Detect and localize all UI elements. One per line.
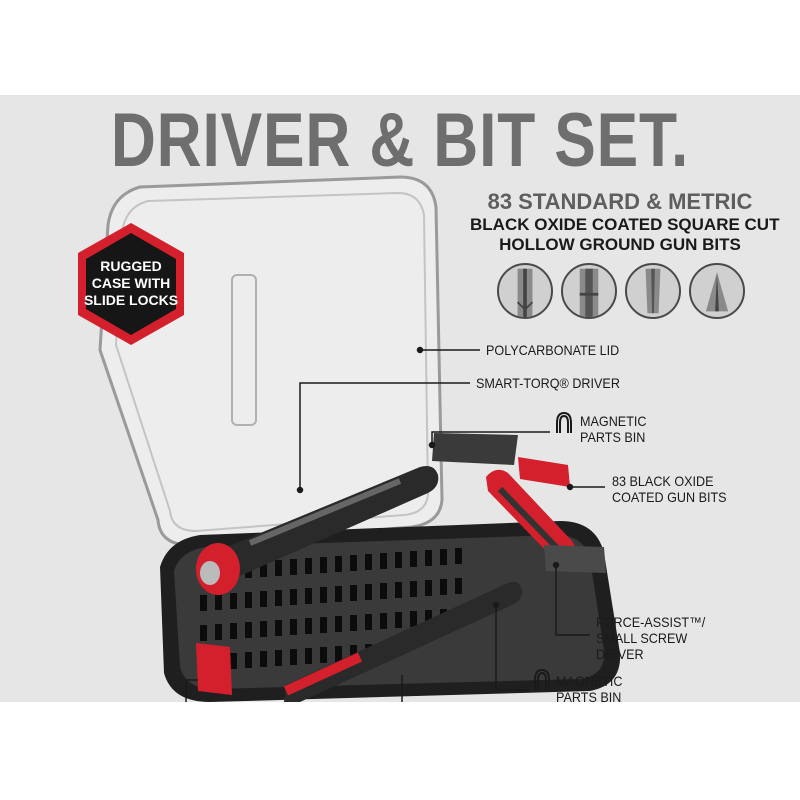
slotted-bit-icon [625,263,681,319]
bits-heading-line2: BLACK OXIDE COATED SQUARE CUT [470,215,780,234]
phillips-bit-icon [497,263,553,319]
callout-black-oxide-bits: 83 BLACK OXIDE COATED GUN BITS [612,473,727,505]
product-panel: DRIVER & BIT SET. 83 STANDARD & METRIC B… [0,95,800,702]
hex-bit-icon [561,263,617,319]
magnet-icon-bottom [534,668,550,690]
driver-bit-set-case-image [98,175,621,702]
callout-polycarbonate-lid: POLYCARBONATE LID [486,342,620,358]
bits-heading-line1: 83 STANDARD & METRIC [487,189,753,214]
torx-bit-icon [689,263,745,319]
callout-magnetic-parts-bin-bottom: MAGNETIC PARTS BIN [556,673,623,702]
small-driver-shape [486,469,576,563]
page-title: DRIVER & BIT SET. [110,98,690,183]
badge-label: RUGGED CASE WITH SLIDE LOCKS [83,258,179,308]
slide-lock-bottom [196,643,232,695]
callout-force-assist-driver: FORCE-ASSIST™/ SMALL SCREW DRIVER [596,614,706,662]
callout-magnetic-parts-bin-top: MAGNETIC PARTS BIN [580,413,647,445]
rugged-case-badge [78,223,184,345]
force-assist-driver-shape [283,582,522,702]
polycarbonate-lid-shape [98,175,444,547]
slide-lock-top [518,457,570,487]
magnet-icon-top [556,411,572,433]
smart-torq-driver-shape [196,466,439,595]
callout-leader-lines [185,346,605,702]
bits-heading-line3: HOLLOW GROUND GUN BITS [499,235,741,254]
magnetic-bin-top-shape [432,433,518,465]
callout-smart-torq-driver: SMART-TORQ® DRIVER [476,375,620,391]
